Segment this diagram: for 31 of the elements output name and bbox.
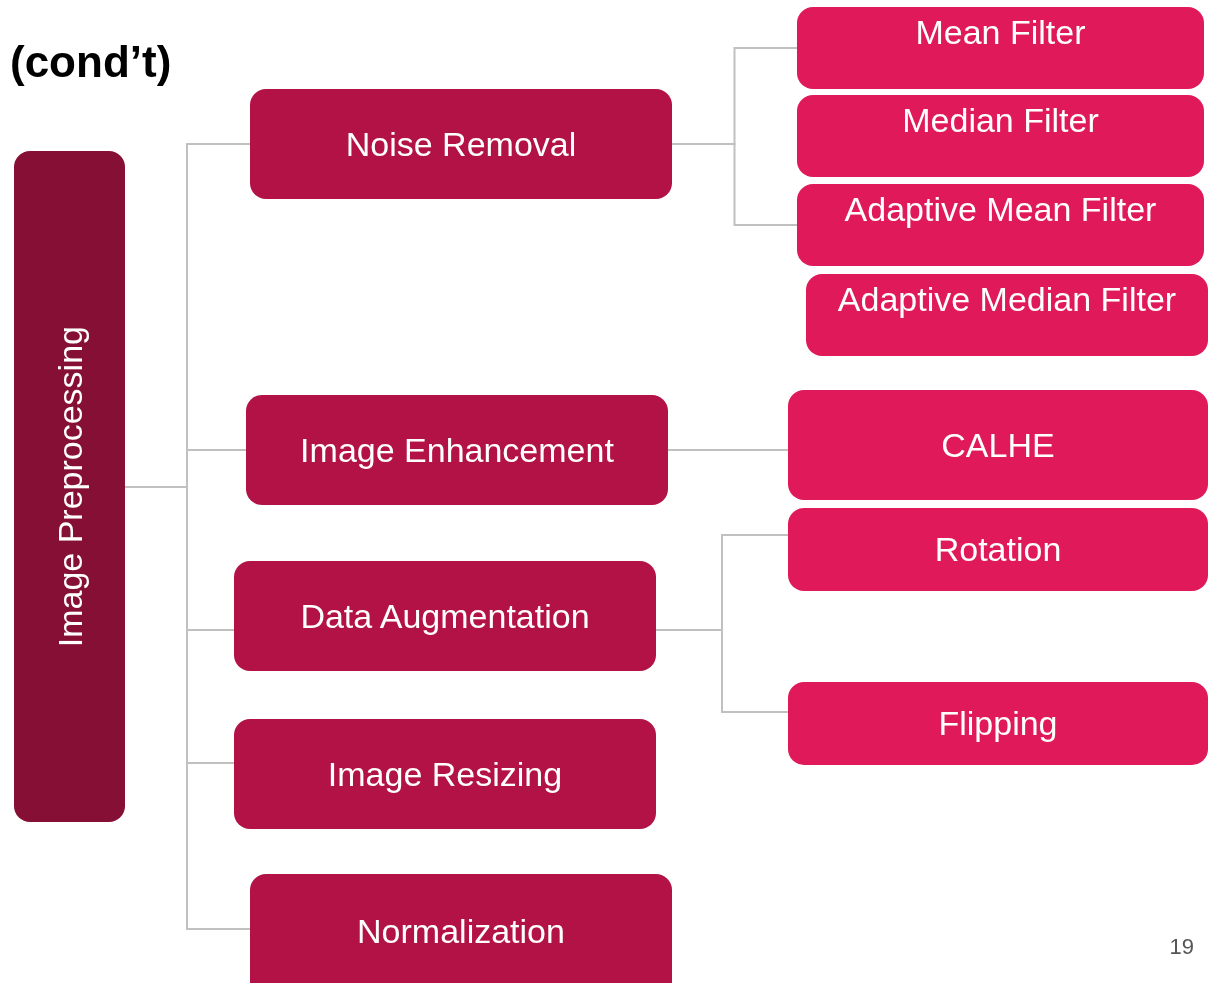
root-box (14, 151, 125, 822)
category-box (788, 682, 1208, 765)
category-box (250, 874, 672, 983)
connector-line (667, 449, 789, 451)
category-box (250, 89, 672, 199)
node-label: Adaptive Mean Filter (843, 189, 1158, 230)
node-label: Data Augmentation (299, 595, 591, 637)
node-label: CALHE (940, 424, 1056, 466)
node-label: Image Enhancement (299, 429, 615, 471)
category-box (234, 561, 656, 671)
category-box (234, 719, 656, 829)
node-label: Normalization (356, 911, 566, 952)
slide-title: (cond’t) (10, 40, 172, 84)
node-label: Flipping (937, 703, 1059, 745)
node-label: Noise Removal (344, 123, 578, 165)
node-label: Image Resizing (326, 753, 564, 795)
connector-line (671, 143, 798, 226)
node-label: Mean Filter (914, 12, 1087, 53)
connector-line (655, 629, 789, 713)
category-box (797, 184, 1204, 266)
category-box (806, 274, 1208, 356)
category-box (788, 390, 1208, 500)
category-box (797, 7, 1204, 89)
category-box (797, 95, 1204, 177)
node-label: Image Preprocessing (52, 325, 87, 648)
page-number: 19 (1169, 933, 1194, 961)
node-label: Median Filter (901, 100, 1100, 141)
node-label: Adaptive Median Filter (836, 279, 1178, 320)
category-box (246, 395, 668, 505)
node-label: Rotation (933, 529, 1063, 571)
category-box (788, 508, 1208, 591)
